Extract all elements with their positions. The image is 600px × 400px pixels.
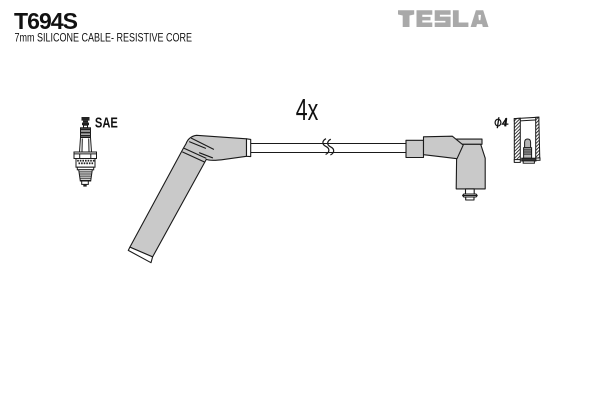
svg-text:7mm SILICONE CABLE- RESISTIVE: 7mm SILICONE CABLE- RESISTIVE CORE — [15, 30, 193, 44]
svg-text:T694S: T694S — [14, 8, 78, 34]
svg-text:4x: 4x — [296, 92, 319, 127]
svg-text:SAE: SAE — [95, 115, 118, 131]
